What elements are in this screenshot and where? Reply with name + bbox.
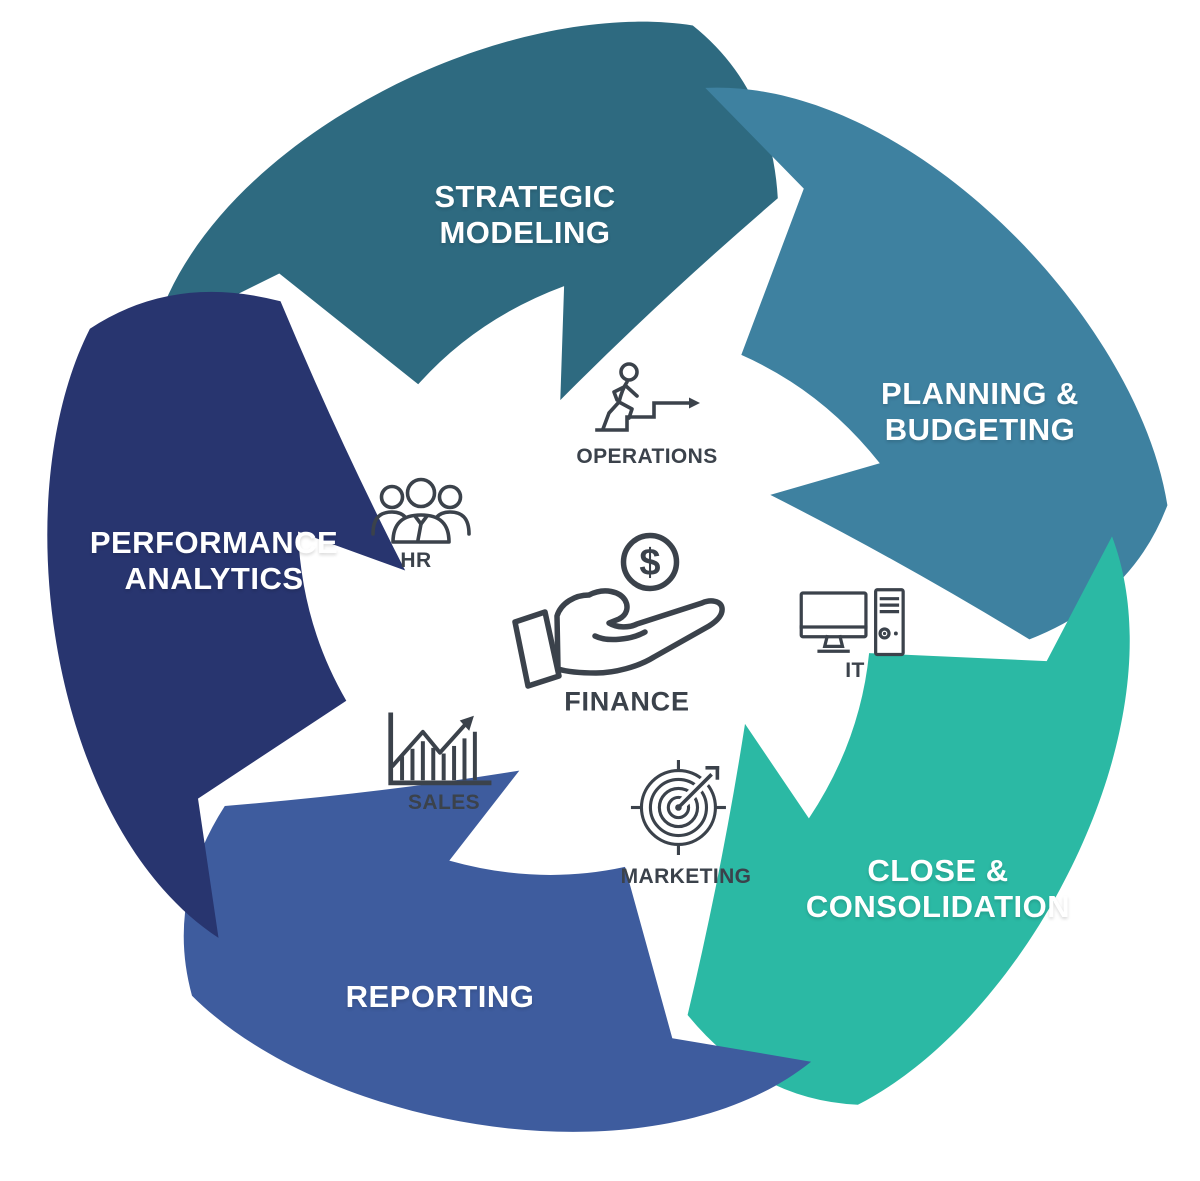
computer-icon — [799, 588, 905, 657]
growth-chart-icon — [388, 712, 492, 786]
finance-label: FINANCE — [564, 686, 690, 717]
arrow-planning-budgeting — [705, 87, 1168, 640]
stairs-climb-icon — [595, 362, 700, 432]
team-icon — [371, 477, 471, 544]
label-line: PLANNING & — [881, 376, 1079, 412]
operations-label: OPERATIONS — [576, 445, 718, 468]
marketing-label: MARKETING — [620, 865, 752, 888]
label-line: STRATEGIC — [434, 179, 616, 215]
label-line: CLOSE & — [867, 853, 1009, 889]
dollar-sign: $ — [639, 542, 660, 584]
sales-label: SALES — [407, 791, 481, 814]
label-line: BUDGETING — [884, 412, 1076, 447]
label-line: CONSOLIDATION — [805, 889, 1071, 924]
arrow-close-consolidation — [687, 536, 1130, 1105]
arrow-reporting — [183, 770, 812, 1132]
hr-label: HR — [400, 549, 432, 572]
arrow-label-close-consolidation: CLOSE & CONSOLIDATION — [806, 853, 1070, 925]
arrow-label-reporting: REPORTING — [346, 979, 535, 1015]
it-label: IT — [845, 659, 865, 682]
hand-holding-dollar-icon: $ — [512, 532, 725, 689]
arrow-label-planning-budgeting: PLANNING & BUDGETING — [881, 376, 1079, 448]
arrow-label-strategic-modeling: STRATEGIC MODELING — [434, 179, 615, 251]
arrow-performance-analytics — [47, 291, 406, 938]
label-line: PERFORMANCE — [89, 525, 339, 561]
arrow-strategic-modeling — [153, 21, 778, 401]
label-line: REPORTING — [345, 979, 535, 1015]
label-line: ANALYTICS — [124, 561, 304, 596]
target-dart-icon — [630, 760, 726, 855]
label-line: MODELING — [439, 215, 611, 250]
arrow-label-performance-analytics: PERFORMANCE ANALYTICS — [90, 525, 338, 597]
